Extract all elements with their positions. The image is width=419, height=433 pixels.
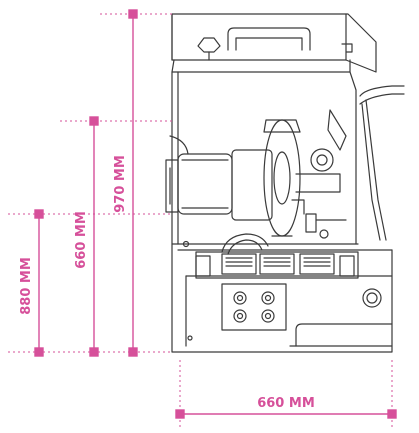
height-low-label: 880 MM — [19, 257, 34, 315]
hinge-bar — [171, 59, 351, 73]
height-total-label: 970 MM — [113, 155, 128, 213]
emergency-button — [362, 288, 382, 308]
height-mid-label: 660 MM — [74, 211, 89, 269]
control-knob-2 — [261, 291, 275, 305]
height-low-top-marker — [34, 209, 44, 219]
control-knob-3 — [233, 309, 247, 323]
machine-drawing — [165, 13, 405, 353]
height-total-top-marker — [128, 9, 138, 19]
dimension-lines — [34, 9, 397, 419]
height-low-bottom-marker — [34, 347, 44, 357]
control-knob-1 — [233, 291, 247, 305]
height-total-bottom-marker — [128, 347, 138, 357]
vise-table — [195, 251, 359, 279]
machine-body — [171, 71, 405, 353]
coolant-hose — [221, 233, 269, 255]
width-left-marker — [175, 409, 185, 419]
height-mid-bottom-marker — [89, 347, 99, 357]
height-mid-top-marker — [89, 116, 99, 126]
top-cover — [171, 13, 377, 73]
width-right-marker — [387, 409, 397, 419]
motor — [165, 135, 273, 221]
width-label: 660 MM — [257, 396, 315, 411]
control-knob-4 — [261, 309, 275, 323]
cutter-arm — [291, 109, 347, 239]
dimension-guides — [8, 13, 393, 428]
control-panel — [221, 283, 287, 331]
blade-disc — [263, 119, 301, 237]
